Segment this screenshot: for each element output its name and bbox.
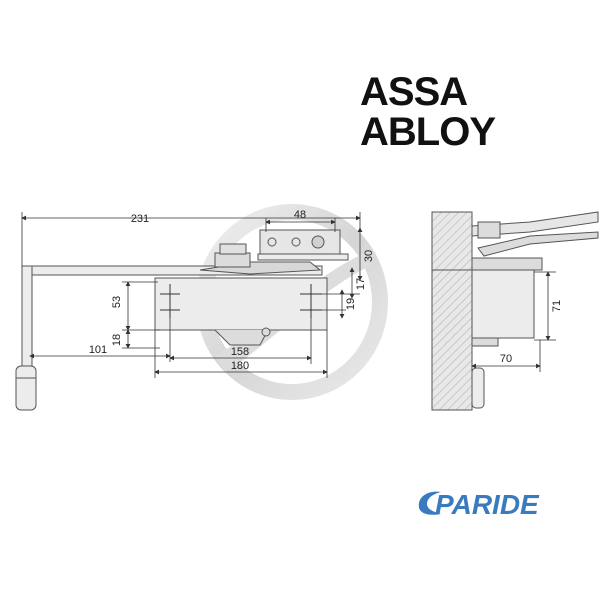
front-view [15, 229, 349, 411]
side-arm [471, 211, 599, 237]
dim-lower-offset: 18 [111, 334, 123, 346]
spindle [214, 252, 251, 268]
side-dimension-lines [471, 271, 556, 372]
side-view [431, 211, 599, 411]
dim-body-height: 53 [111, 296, 123, 308]
front-dimension-lines [21, 212, 363, 378]
closer-body [154, 277, 328, 331]
dim-hole-spacing: 158 [231, 346, 249, 358]
mounting-bracket [259, 229, 341, 255]
side-closer-body [471, 269, 535, 339]
door-leaf [431, 269, 473, 411]
side-roller [471, 367, 485, 409]
closer-body-bottom [214, 329, 269, 346]
arm-vertical [21, 265, 33, 367]
dim-side-body-height: 71 [551, 300, 563, 312]
arm-roller [15, 365, 37, 411]
paride-wordmark: PARIDE [435, 489, 540, 520]
dim-overall-length: 231 [131, 213, 149, 225]
paride-logo: PARIDE [418, 489, 540, 520]
dim-body-length: 180 [231, 360, 249, 372]
dim-bracket-width: 48 [294, 209, 306, 221]
dim-hole-offset-b: 17 [355, 278, 367, 290]
dim-bracket-height: 30 [363, 250, 375, 262]
door-frame-upper [431, 211, 473, 271]
paride-swoosh-icon [418, 491, 441, 515]
dim-side-body-depth: 70 [500, 353, 512, 365]
assa-abloy-logo: ASSA ABLOY [360, 70, 496, 154]
dim-arm-offset: 101 [89, 344, 107, 356]
dim-hole-offset-a: 19 [345, 298, 357, 310]
